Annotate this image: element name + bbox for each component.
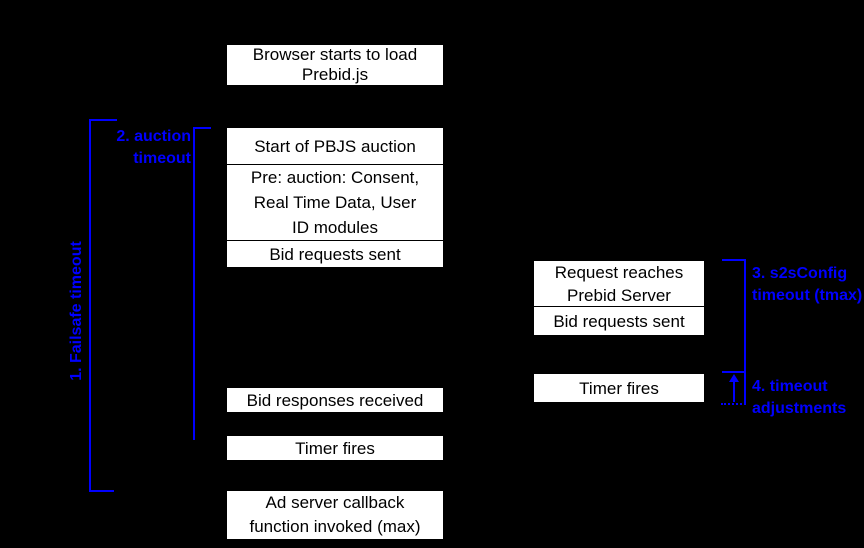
s2s-bracket-tick-mid — [722, 371, 746, 373]
auction-bracket-line — [193, 127, 195, 440]
failsafe-bracket-line — [89, 119, 91, 492]
box-pre-auction-modules: Pre: auction: Consent, Real Time Data, U… — [226, 164, 444, 241]
box-bid-responses-received: Bid responses received — [226, 387, 444, 413]
box-request-reaches-prebid-server: Request reaches Prebid Server — [533, 260, 705, 307]
timeout-adjustments-label: 4. timeout adjustments — [752, 378, 847, 417]
s2s-timeout-label: 3. s2sConfig timeout (tmax) — [752, 265, 863, 304]
adjustment-arrow-shaft — [733, 380, 735, 402]
auction-timeout-label: 2. auction timeout — [116, 128, 191, 167]
s2s-bracket-line — [744, 259, 746, 405]
s2s-bracket-tick-top — [722, 259, 746, 261]
box-browser-starts-load: Browser starts to load Prebid.js — [226, 44, 444, 86]
box-timer-fires-client: Timer fires — [226, 435, 444, 461]
failsafe-bracket-tick-bottom — [89, 490, 114, 492]
box-timer-fires-server: Timer fires — [533, 373, 705, 403]
adjustment-up-arrow-icon — [729, 374, 739, 382]
box-bid-requests-sent-client: Bid requests sent — [226, 240, 444, 268]
adjustment-dotted-line — [721, 403, 746, 405]
auction-bracket-tick-top — [193, 127, 211, 129]
failsafe-timeout-label: 1. Failsafe timeout — [68, 241, 85, 381]
failsafe-bracket-tick-top — [89, 119, 117, 121]
box-ad-server-callback: Ad server callback function invoked (max… — [226, 490, 444, 540]
box-start-of-pbjs-auction: Start of PBJS auction — [226, 127, 444, 165]
box-bid-requests-sent-server: Bid requests sent — [533, 306, 705, 336]
